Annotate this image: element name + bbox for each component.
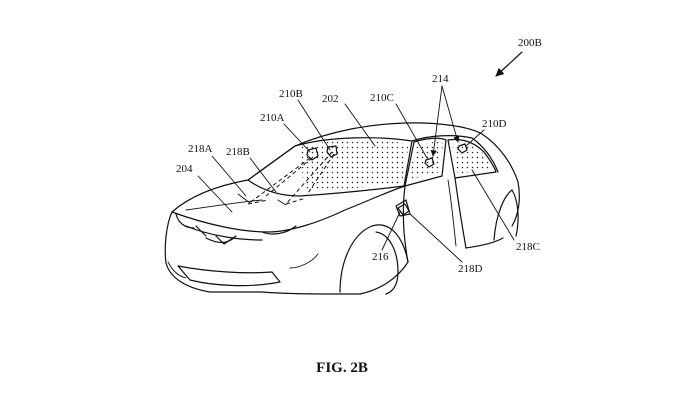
car-drawing: [164, 122, 520, 295]
leader-lines: [197, 85, 515, 263]
door-line-rear-2: [447, 179, 457, 247]
front-tire: [375, 231, 399, 295]
label-218B: 218B: [226, 146, 250, 158]
side-sill: [359, 237, 504, 295]
leader-202: [344, 103, 376, 147]
sensors: [306, 143, 468, 216]
leader-214a: [430, 85, 443, 157]
rear-side-window: [447, 138, 497, 179]
label-210C: 210C: [370, 92, 394, 104]
label-216: 216: [372, 251, 389, 263]
bumper-vents: [167, 253, 319, 279]
label-200B: 200B: [518, 37, 542, 49]
leader-204: [197, 175, 233, 213]
reference-labels: 200B 202 204 210A 210B 210C 210D 214 216…: [176, 37, 542, 275]
front-side-window: [404, 137, 447, 187]
fov-218B: [285, 151, 335, 205]
rear-window-glass: [452, 143, 492, 174]
leader-218B: [249, 157, 277, 193]
label-218C: 218C: [516, 241, 540, 253]
leader-218D: [409, 213, 463, 263]
hood-crease: [185, 199, 263, 211]
label-218D: 218D: [458, 263, 483, 275]
label-218A: 218A: [188, 143, 213, 155]
fov-218A-arrow: [237, 193, 251, 204]
label-204: 204: [176, 163, 193, 175]
sensor-210A: [306, 147, 319, 161]
leader-218C: [471, 169, 515, 241]
leader-210C: [395, 103, 428, 159]
roof-outline: [411, 135, 499, 173]
label-202: 202: [322, 93, 339, 105]
car-body-outline: [164, 122, 520, 295]
leader-218A: [211, 155, 247, 197]
label-210D: 210D: [482, 118, 507, 130]
fov-218B-arrow: [277, 199, 287, 206]
headlight: [175, 213, 297, 235]
leader-210B: [297, 99, 331, 151]
glass-region: [300, 140, 492, 192]
leader-210D: [465, 129, 485, 147]
leader-210A: [283, 123, 311, 153]
rear-wheel-arch: [493, 189, 519, 241]
front-bumper: [177, 265, 281, 287]
leader-214b: [441, 85, 460, 143]
sensor-210B: [326, 145, 338, 158]
windshield-outline: [247, 137, 413, 197]
sensor-210C: [424, 157, 435, 168]
label-214: 214: [432, 73, 449, 85]
label-210A: 210A: [260, 112, 285, 124]
sensor-216: [397, 203, 410, 216]
label-210B: 210B: [279, 88, 303, 100]
front-grille: [185, 225, 263, 245]
door-line-rear: [454, 177, 467, 249]
front-wheel-arch: [339, 224, 409, 293]
nose-badge: [205, 237, 235, 244]
figure-caption: FIG. 2B: [316, 360, 368, 376]
sensor-210D: [457, 143, 468, 154]
view-arrow: [495, 51, 523, 77]
car-hood: [171, 185, 406, 233]
leader-216: [381, 211, 401, 251]
windshield-glass: [300, 140, 409, 192]
